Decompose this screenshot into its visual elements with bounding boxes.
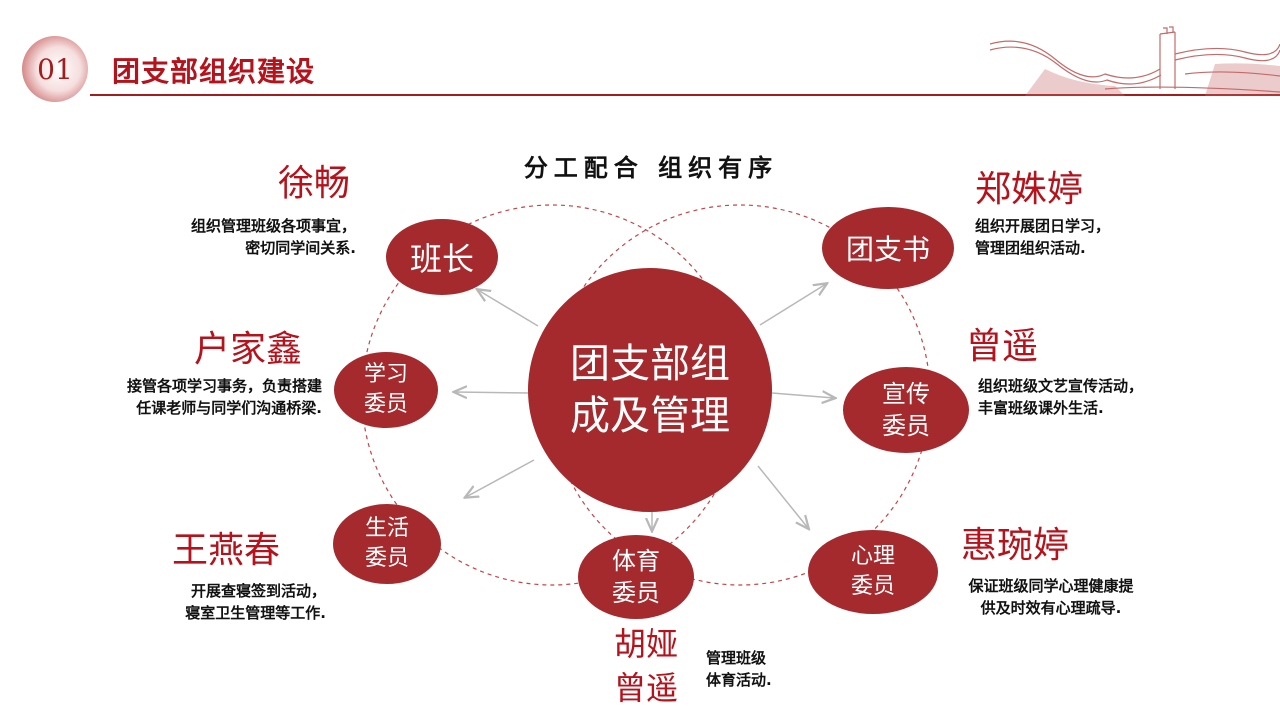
description-line: 开展查寝签到活动，	[190, 582, 326, 600]
role-label-line-1: 学习	[363, 362, 408, 387]
center-line-2: 成及管理	[570, 393, 730, 439]
role-description-xinli: 保证班级同学心理健康提 供及时效有心理疏导.	[944, 575, 1158, 619]
description-line: 组织管理班级各项事宜，	[190, 217, 356, 235]
description-line: 丰富班级课外生活.	[978, 399, 1104, 417]
role-description-xuanchuan: 组织班级文艺宣传活动， 丰富班级课外生活.	[978, 375, 1143, 419]
arrow-to-xuanchuan	[771, 393, 834, 398]
role-description-xuexi: 接管各项学习事务，负责搭建 任课老师与同学们沟通桥梁.	[60, 375, 322, 419]
role-node-xuexi: 学习 委员	[334, 352, 438, 428]
header-divider	[90, 94, 1280, 96]
role-node-tiyu: 体育 委员	[578, 535, 694, 619]
page-title: 团支部组织建设	[112, 55, 316, 88]
role-node-xuanchuan: 宣传 委员	[843, 367, 969, 453]
role-label: 团支书	[845, 233, 930, 266]
description-line: 保证班级同学心理健康提	[968, 577, 1134, 595]
center-line-1: 团支部组	[570, 341, 730, 387]
person-names-tiyu: 胡娅 曾遥	[606, 622, 686, 710]
role-label-line-1: 生活	[364, 516, 409, 541]
arrow-to-banzhang	[478, 290, 539, 327]
role-node-banzhang: 班长	[386, 219, 498, 295]
person-name-banzhang: 徐畅	[278, 163, 351, 204]
description-line: 接管各项学习事务，负责搭建	[126, 377, 322, 395]
person-name-xinli: 惠琬婷	[961, 525, 1070, 566]
role-node-tuanzhishu: 团支书	[822, 207, 954, 289]
description-line: 体育活动.	[706, 671, 772, 689]
description-line: 密切同学间关系.	[245, 239, 356, 257]
arrow-to-xuexi	[455, 392, 531, 393]
description-line: 寝室卫生管理等工作.	[185, 604, 326, 622]
person-name-shenghuo: 王燕春	[172, 530, 281, 571]
description-line: 管理班级	[706, 649, 767, 667]
section-number: 01	[37, 52, 73, 86]
description-line: 组织班级文艺宣传活动，	[978, 377, 1144, 395]
arrow-to-tuanzhishu	[759, 284, 826, 326]
section-number-badge	[22, 36, 88, 102]
role-description-banzhang: 组织管理班级各项事宜， 密切同学间关系.	[120, 215, 356, 259]
role-label-line-2: 委员	[612, 579, 660, 607]
role-description-tuanzhishu: 组织开展团日学习， 管理团组织活动.	[975, 215, 1110, 259]
arrow-to-shenghuo	[466, 459, 535, 497]
description-line: 组织开展团日学习，	[975, 217, 1111, 235]
role-node-xinli: 心理 委员	[808, 530, 938, 614]
role-description-shenghuo: 开展查寝签到活动， 寝室卫生管理等工作.	[120, 580, 326, 624]
role-label-line-2: 委员	[850, 574, 895, 599]
role-label-line-2: 委员	[364, 546, 409, 571]
role-label-line-1: 宣传	[882, 380, 930, 408]
role-label-line-2: 委员	[882, 412, 930, 440]
center-node: 团支部组 成及管理	[528, 268, 772, 512]
role-label-line-1: 体育	[612, 547, 660, 575]
description-line: 管理团组织活动.	[975, 239, 1086, 257]
description-line: 任课老师与同学们沟通桥梁.	[136, 399, 322, 417]
role-label-line-2: 委员	[363, 392, 408, 417]
role-description-tiyu: 管理班级 体育活动.	[706, 647, 772, 691]
description-line: 供及时效有心理疏导.	[980, 599, 1122, 617]
person-name-tiyu-2: 曾遥	[613, 669, 678, 707]
person-name-tuanzhishu: 郑姝婷	[975, 169, 1084, 210]
person-name-xuexi: 户家鑫	[194, 329, 303, 370]
arrow-to-xinli	[757, 465, 808, 528]
person-name-tiyu-1: 胡娅	[613, 625, 678, 663]
great-wall-decoration	[989, 26, 1280, 96]
role-label-line-1: 心理	[850, 544, 895, 569]
role-node-shenghuo: 生活 委员	[333, 504, 441, 584]
role-label: 班长	[409, 240, 474, 278]
person-name-xuanchuan: 曾遥	[966, 326, 1039, 367]
tagline: 分工配合 组织有序	[523, 154, 779, 182]
